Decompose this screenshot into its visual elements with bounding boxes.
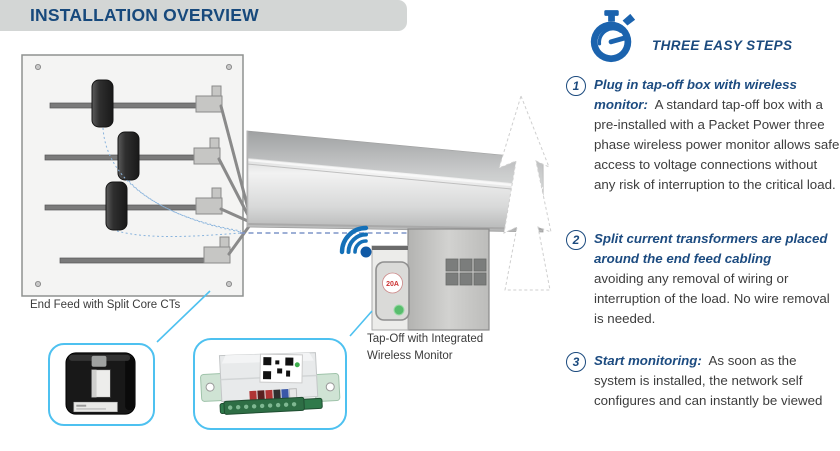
step-1-title: Plug in tap-off box with wireless monito… (594, 77, 797, 112)
ct-inset-card (48, 343, 155, 426)
stopwatch-icon (590, 10, 636, 63)
step-1: 1 Plug in tap-off box with wireless moni… (566, 75, 840, 195)
wifi-signal-icon (339, 225, 372, 258)
steps-heading: THREE EASY STEPS (652, 37, 793, 53)
feed-cables (44, 102, 226, 264)
tapoff-box: 20A (371, 228, 490, 331)
step-1-number: 1 (566, 76, 586, 96)
tapoff-vents (445, 258, 487, 286)
step-1-body: A standard tap-off box with a pre-instal… (594, 97, 840, 192)
callout-lines (156, 290, 373, 343)
busway-continuation-arrow (498, 94, 552, 291)
split-core-ct-image (65, 352, 136, 415)
page-title: INSTALLATION OVERVIEW (30, 5, 259, 25)
split-core-cts (91, 79, 140, 231)
step-3-body: As soon as the system is installed, the … (594, 353, 823, 408)
step-3: 3 Start monitoring: As soon as the syste… (566, 351, 840, 411)
step-3-number: 3 (566, 352, 586, 372)
step-2-title: Split current transformers are placed ar… (594, 231, 828, 266)
steps-heading-row: THREE EASY STEPS (586, 10, 792, 66)
integrated-wireless-monitor: 20A (375, 261, 410, 321)
panel-screw (225, 280, 232, 287)
endfeed-caption: End Feed with Split Core CTs (30, 299, 181, 311)
step-1-text: Plug in tap-off box with wireless monito… (594, 75, 840, 195)
end-feed-panel (21, 54, 252, 297)
busway-beam (246, 130, 544, 233)
end-feed-wiring (217, 104, 252, 256)
panel-screw (35, 64, 42, 71)
wireless-monitor-image (200, 352, 341, 415)
step-2: 2 Split current transformers are placed … (566, 229, 840, 329)
panel-screw (225, 64, 232, 71)
monitor-inset-card (193, 338, 347, 430)
qr-code-label (259, 353, 303, 384)
step-2-body: avoiding any removal of wiring or interr… (594, 271, 830, 326)
step-2-text: Split current transformers are placed ar… (594, 229, 840, 329)
wire-terminals (249, 388, 298, 402)
ct-sense-lines (102, 127, 242, 237)
monitor-rating-label: 20A (386, 281, 399, 288)
step-2-number: 2 (566, 230, 586, 250)
header-band: INSTALLATION OVERVIEW (0, 0, 407, 31)
panel-screw (35, 280, 42, 287)
tapoff-caption: Tap-Off with Integrated Wireless Monitor (367, 333, 484, 362)
end-feed-connectors (193, 85, 231, 264)
step-3-text: Start monitoring: As soon as the system … (594, 351, 840, 411)
step-3-title: Start monitoring: (594, 353, 702, 368)
status-led (393, 304, 405, 316)
